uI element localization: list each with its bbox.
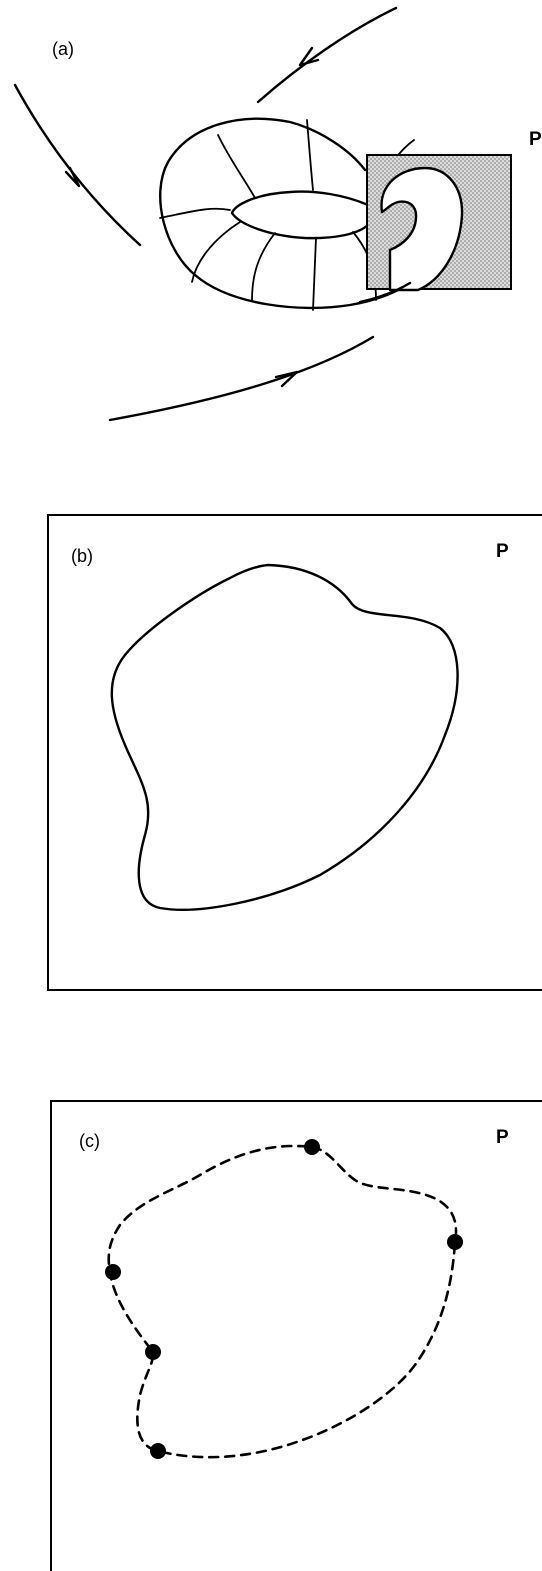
torus-meridian — [159, 207, 231, 219]
torus — [159, 117, 512, 311]
flow-line-top — [256, 6, 398, 104]
torus-cross-section — [380, 166, 464, 292]
dashed-closed-curve — [107, 1144, 458, 1459]
flow-arrow-top — [298, 46, 320, 67]
poincare-point — [150, 1443, 166, 1459]
torus-meridian — [217, 134, 256, 199]
poincare-point — [145, 1344, 161, 1360]
closed-curve — [110, 563, 459, 911]
panel-c-frame — [50, 1100, 542, 1571]
torus-meridian — [251, 232, 276, 301]
panel-c-label: (c) — [79, 1131, 100, 1151]
torus-meridian — [306, 119, 314, 191]
flow-line-bottom — [108, 335, 375, 422]
poincare-point — [447, 1234, 463, 1250]
torus-meridian — [191, 221, 241, 283]
torus-outer-rim-continued — [358, 281, 412, 304]
panel-b-label: (b) — [71, 546, 93, 566]
panel-b: (b) P — [47, 514, 542, 991]
panel-c-plane-label: P — [496, 1127, 509, 1148]
panel-b-plane-label: P — [496, 541, 509, 562]
panel-b-frame — [47, 514, 542, 991]
panel-a-label: (a) — [52, 39, 74, 59]
panel-c: (c) P — [50, 1100, 542, 1571]
torus-meridian — [312, 237, 317, 311]
poincare-point — [105, 1264, 121, 1280]
flow-arrow-bottom — [274, 370, 299, 388]
torus-outer-rim — [159, 117, 412, 310]
flow-line-left — [13, 83, 142, 247]
poincare-point — [304, 1139, 320, 1155]
flow-arrow-left — [64, 166, 81, 188]
panel-a-plane-label: P — [529, 129, 542, 150]
panel-a: (a) P — [13, 6, 542, 422]
torus-hole — [230, 190, 370, 240]
